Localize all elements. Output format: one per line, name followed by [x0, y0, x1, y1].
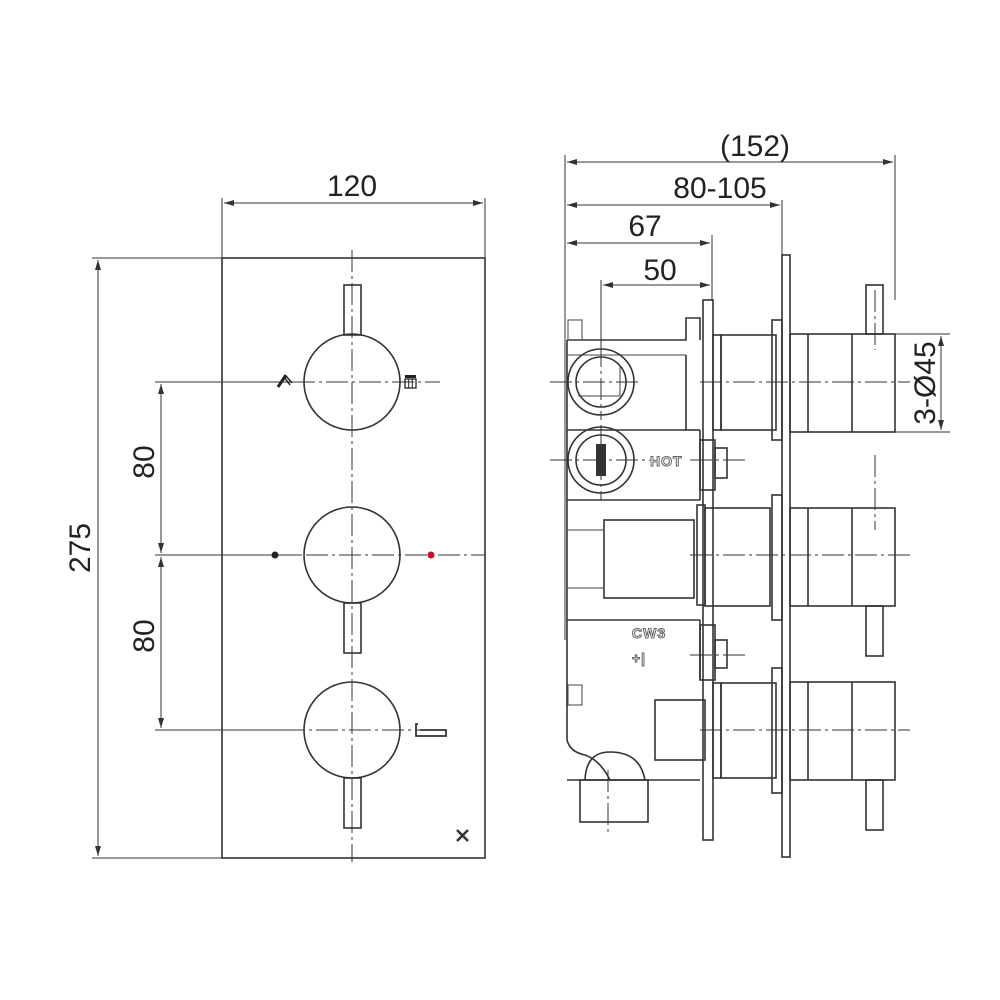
adjustable-depth-dimension: 80-105 — [673, 172, 766, 205]
hot-label: HOT — [650, 453, 683, 469]
hot-indicator-dot — [427, 551, 435, 559]
lower-spacing-dimension: 80 — [128, 619, 161, 652]
overall-depth-dimension: (152) — [720, 130, 790, 163]
cw3-label: CW3 — [632, 625, 666, 641]
front-view: 120 275 80 80 — [64, 170, 486, 862]
handshower-icon — [276, 374, 293, 388]
overhead-shower-icon — [404, 375, 417, 389]
handle-diameter-dimension: 3-Ø45 — [909, 341, 942, 424]
side-view: (152) 80-105 67 50 3-Ø45 — [550, 130, 950, 858]
mounting-flange — [702, 299, 714, 841]
cold-indicator-dot — [271, 551, 279, 559]
cartridge-middle — [690, 455, 910, 657]
cartridge-upper — [700, 284, 910, 433]
middle-knob — [240, 506, 485, 654]
bath-spout-icon — [415, 723, 447, 737]
cover-plate-side — [781, 254, 791, 858]
inlet-port-upper — [550, 345, 640, 420]
outlet-pipe — [579, 779, 649, 823]
valve-body — [566, 317, 701, 781]
cover-plate — [221, 257, 486, 859]
width-dimension: 120 — [327, 170, 377, 203]
inlet-port-lower — [550, 425, 650, 500]
lower-knob — [250, 681, 420, 829]
off-x-icon — [456, 829, 469, 842]
height-dimension: 275 — [64, 523, 97, 573]
upper-knob — [260, 284, 440, 431]
depth-50-dimension: 50 — [643, 254, 676, 287]
depth-67-dimension: 67 — [628, 210, 661, 243]
cartridge-lower — [700, 681, 910, 831]
upper-spacing-dimension: 80 — [128, 445, 161, 478]
plus-minus-label: +| — [632, 650, 646, 666]
